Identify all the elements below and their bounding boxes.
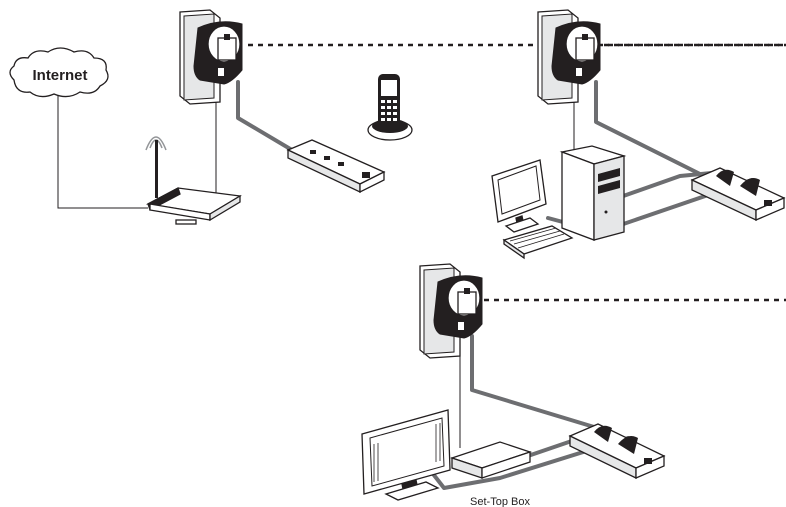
adapter2-cable [594, 80, 706, 178]
power-strip-icon [286, 139, 386, 194]
tv-icon [361, 409, 451, 501]
power-strip-icon [690, 167, 786, 222]
tv-power-cord [428, 436, 630, 490]
power-strip-icon [568, 423, 666, 480]
cloud-icon: Internet [9, 47, 109, 98]
adapter3-cable [470, 334, 606, 432]
powerline-adapter-icon [537, 9, 601, 105]
cordless-phone-icon [367, 74, 413, 141]
router-icon [145, 140, 242, 225]
internet-to-router-line [57, 90, 148, 209]
adapter1-cable [236, 80, 294, 152]
keyboard-icon [502, 225, 574, 260]
desktop-computer-icon [559, 145, 627, 241]
internet-label: Internet [32, 67, 87, 84]
powerline-adapter-icon [179, 9, 243, 105]
monitor-icon [491, 159, 547, 233]
set-top-box-icon [449, 441, 533, 479]
set-top-box-label: Set-Top Box [470, 496, 530, 507]
